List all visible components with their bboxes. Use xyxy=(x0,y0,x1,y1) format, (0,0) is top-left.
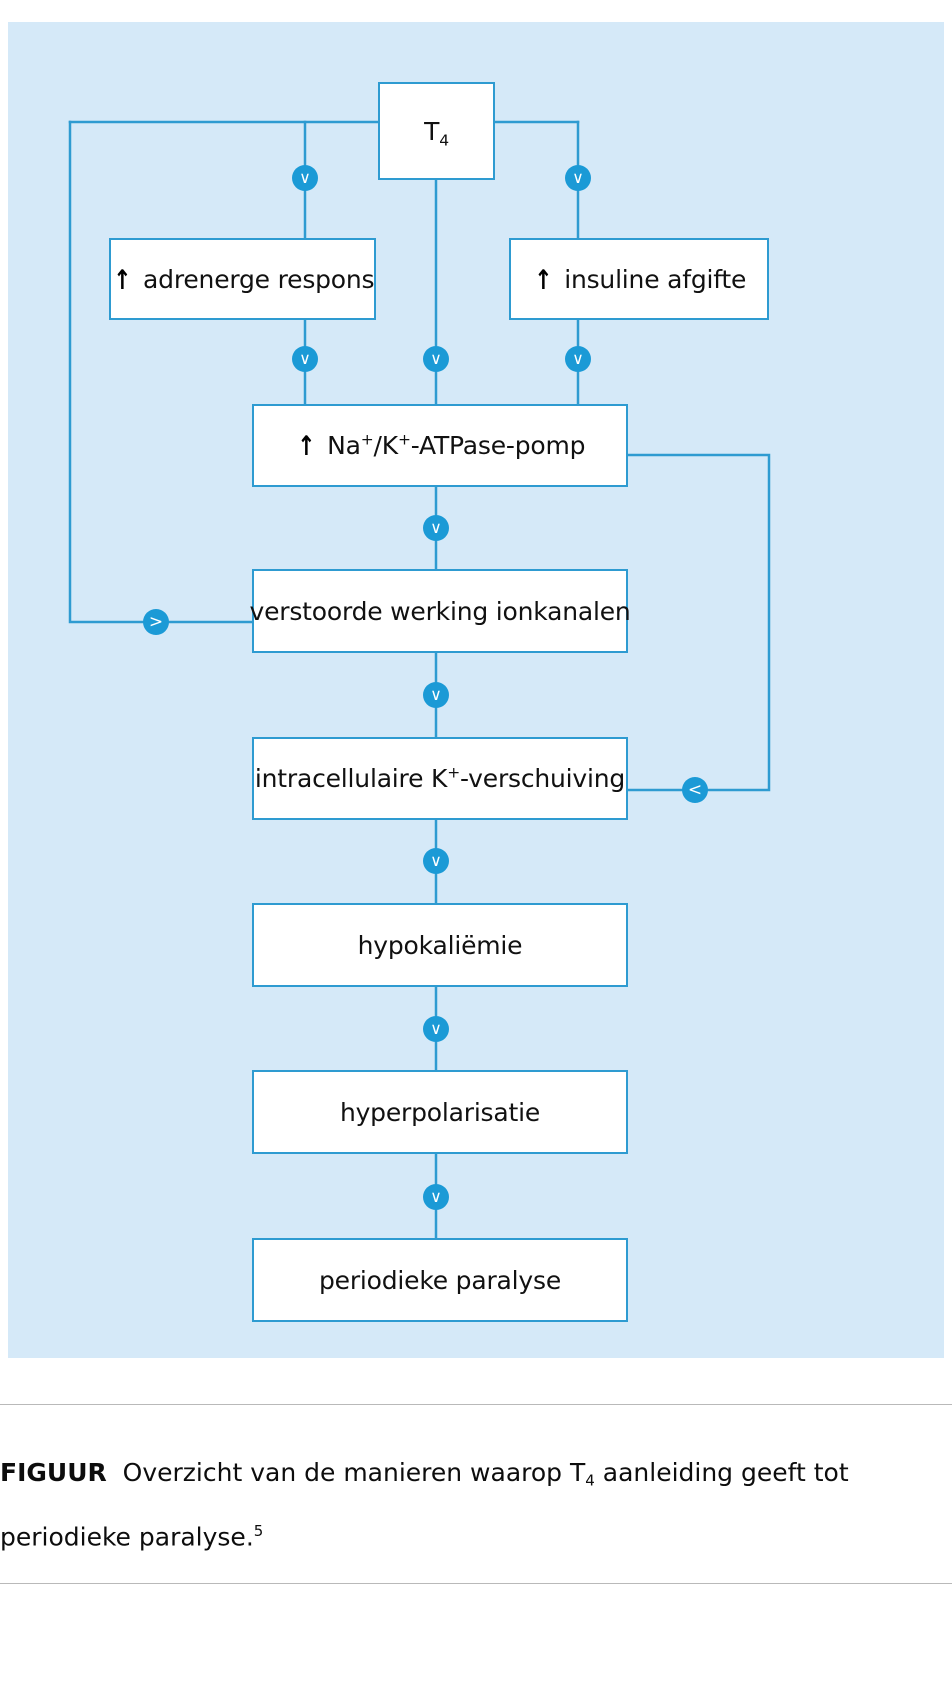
arrow-marker-down-t4-adrenerg: ∨ xyxy=(292,165,318,191)
figure-panel xyxy=(8,22,944,1358)
caption-text-before: Overzicht van de manieren waarop T xyxy=(122,1458,586,1487)
arrow-marker-left-right-feedback: < xyxy=(682,777,708,803)
node-verstoorde-werking-ionkanalen[interactable]: verstoorde werking ionkanalen xyxy=(249,569,631,653)
increase-arrow-icon: ↑ xyxy=(112,264,131,296)
arrow-marker-down-insuline-pump: ∨ xyxy=(565,346,591,372)
node-t4-label: T4 xyxy=(424,116,449,149)
node-hypokaliemie-label: hypokaliëmie xyxy=(357,930,523,960)
arrow-marker-down-ionkanalen-kshift: ∨ xyxy=(423,682,449,708)
node-insuline-afgifte[interactable]: ↑insuline afgifte xyxy=(509,238,769,320)
arrow-marker-right-left-feedback: > xyxy=(143,609,169,635)
caption-text-after: aanleiding geeft tot periodieke paralyse… xyxy=(0,1458,849,1551)
node-intracellulaire-k-verschuiving[interactable]: intracellulaire K+-verschuiving xyxy=(252,737,628,820)
caption-top-rule xyxy=(0,1404,952,1405)
node-natkatpase-pomp-label: ↑Na+/K+-ATPase-pomp xyxy=(296,430,586,462)
caption-lead: FIGUUR xyxy=(0,1458,107,1487)
node-periodieke-paralyse-label: periodieke paralyse xyxy=(318,1265,561,1295)
node-insuline-afgifte-label: ↑insuline afgifte xyxy=(534,264,747,296)
arrow-marker-down-pump-ionkanalen: ∨ xyxy=(423,515,449,541)
arrow-marker-down-hypokaliemie-hyperpol: ∨ xyxy=(423,1016,449,1042)
arrow-marker-down-kshift-hypokaliemie: ∨ xyxy=(423,848,449,874)
arrow-marker-down-t4-pump: ∨ xyxy=(423,346,449,372)
node-hyperpolarisatie[interactable]: hyperpolarisatie xyxy=(252,1070,628,1154)
caption-bottom-rule xyxy=(0,1583,952,1584)
node-natkatpase-pomp[interactable]: ↑Na+/K+-ATPase-pomp xyxy=(252,404,628,487)
figure-caption: FIGUUR Overzicht van de manieren waarop … xyxy=(0,1448,940,1562)
arrow-marker-down-hyperpol-paralyse: ∨ xyxy=(423,1184,449,1210)
arrow-marker-down-t4-insuline: ∨ xyxy=(565,165,591,191)
node-adrenerge-respons-label: ↑adrenerge respons xyxy=(112,264,375,296)
node-t4[interactable]: T4 xyxy=(378,82,495,180)
node-intracellulaire-k-verschuiving-label: intracellulaire K+-verschuiving xyxy=(254,763,626,793)
node-verstoorde-werking-ionkanalen-label: verstoorde werking ionkanalen xyxy=(249,596,631,626)
node-adrenerge-respons[interactable]: ↑adrenerge respons xyxy=(109,238,376,320)
node-hypokaliemie[interactable]: hypokaliëmie xyxy=(252,903,628,987)
increase-arrow-icon: ↑ xyxy=(296,431,315,462)
caption-reference: 5 xyxy=(253,1521,264,1540)
increase-arrow-icon: ↑ xyxy=(534,264,552,296)
node-periodieke-paralyse[interactable]: periodieke paralyse xyxy=(252,1238,628,1322)
node-hyperpolarisatie-label: hyperpolarisatie xyxy=(339,1097,541,1127)
caption-t4-subscript: 4 xyxy=(585,1471,595,1490)
arrow-marker-down-adrenerg-pump: ∨ xyxy=(292,346,318,372)
